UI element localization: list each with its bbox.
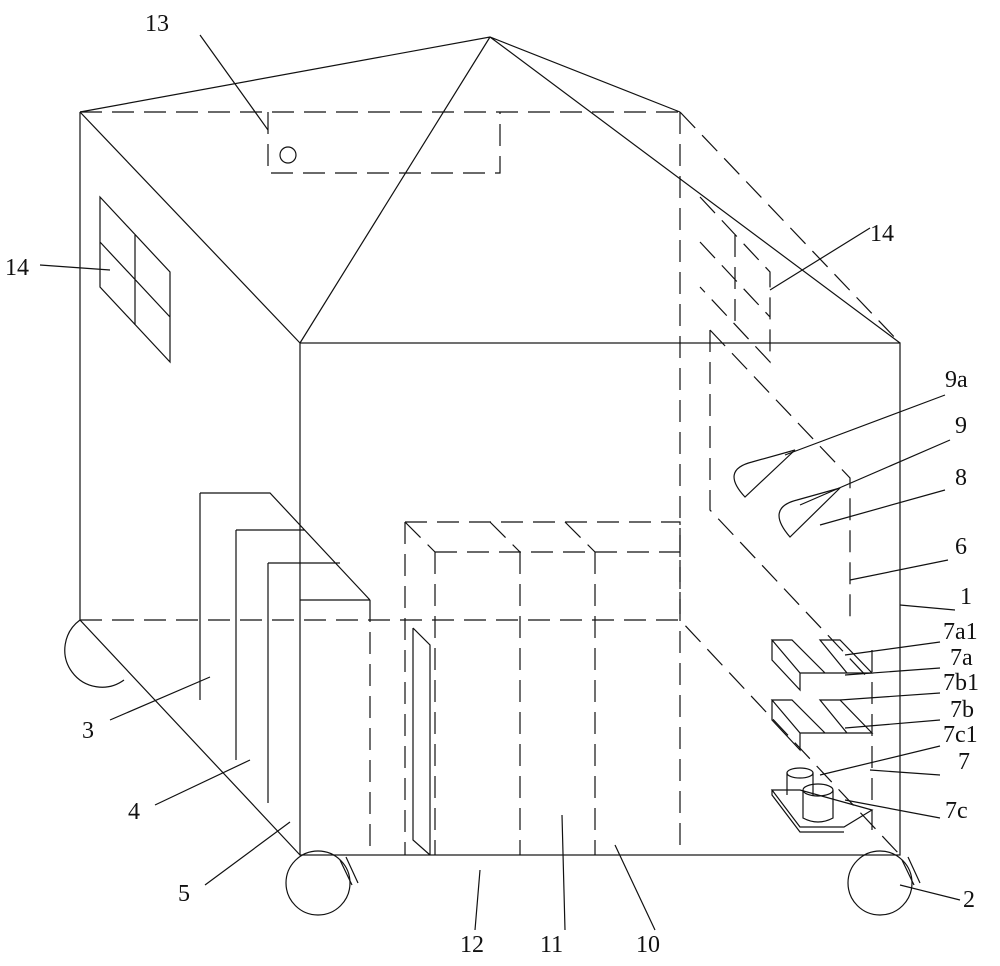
label-5: 5 bbox=[178, 881, 190, 907]
label-1: 1 bbox=[960, 584, 972, 610]
shelves-7 bbox=[770, 639, 874, 833]
leader-lines bbox=[39, 34, 961, 931]
label-9a: 9a bbox=[945, 367, 968, 393]
label-10: 10 bbox=[636, 932, 660, 958]
label-7b1: 7b1 bbox=[943, 670, 979, 696]
camera-13 bbox=[267, 112, 501, 174]
label-7c: 7c bbox=[945, 798, 968, 824]
label-14-left: 14 bbox=[5, 255, 29, 281]
label-11: 11 bbox=[540, 932, 564, 958]
label-2: 2 bbox=[963, 887, 975, 913]
label-7a: 7a bbox=[950, 645, 973, 671]
label-7a1: 7a1 bbox=[943, 619, 978, 645]
label-8: 8 bbox=[955, 465, 967, 491]
label-14-right: 14 bbox=[870, 221, 894, 247]
label-4: 4 bbox=[128, 799, 140, 825]
body-frame bbox=[79, 111, 901, 856]
label-12: 12 bbox=[460, 932, 484, 958]
label-7: 7 bbox=[958, 749, 970, 775]
label-6: 6 bbox=[955, 534, 967, 560]
label-9: 9 bbox=[955, 413, 967, 439]
roof bbox=[79, 36, 901, 344]
boxes-10-11-12 bbox=[404, 521, 681, 856]
window-right bbox=[699, 196, 771, 364]
label-7c1: 7c1 bbox=[943, 722, 978, 748]
label-13: 13 bbox=[145, 11, 169, 37]
label-7b: 7b bbox=[950, 697, 974, 723]
cabinets-3-4-5 bbox=[199, 492, 371, 855]
label-3: 3 bbox=[82, 718, 94, 744]
wheels-2 bbox=[64, 619, 921, 916]
window-left bbox=[99, 195, 171, 364]
partition-6 bbox=[709, 329, 871, 681]
lamps-8-9 bbox=[733, 449, 841, 538]
